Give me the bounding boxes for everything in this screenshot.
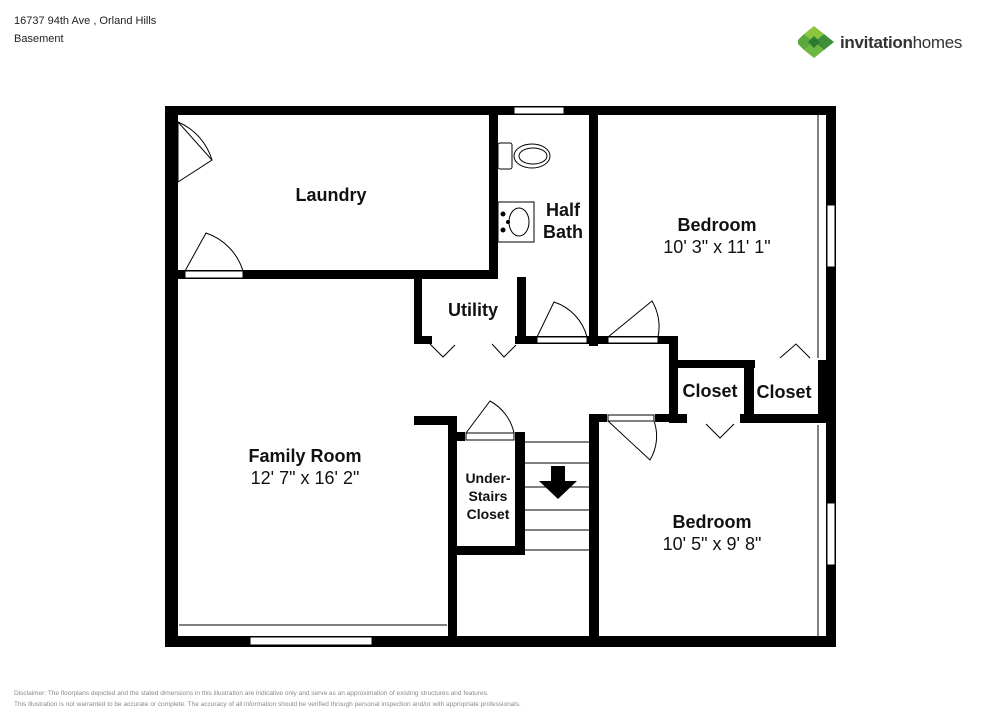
room-label-laundry: Laundry — [295, 185, 366, 205]
room-label-bedroom-lower: Bedroom — [672, 512, 751, 532]
toilet-icon — [497, 142, 551, 170]
room-label-half-bath-line2: Bath — [543, 222, 583, 242]
room-label-bedroom-upper: Bedroom — [677, 215, 756, 235]
room-label-under-stairs-line2: Stairs — [469, 488, 508, 504]
room-label-family-room: Family Room — [248, 446, 361, 466]
logo-wordmark: invitationhomes — [840, 33, 962, 53]
disclaimer-line-2: This illustration is not warranted to be… — [14, 701, 521, 708]
room-label-under-stairs-line3: Closet — [467, 506, 510, 522]
property-address: 16737 94th Ave , Orland Hills — [14, 15, 157, 27]
room-label-utility: Utility — [448, 300, 498, 320]
floor-level-label: Basement — [14, 33, 64, 45]
room-label-closet-2: Closet — [756, 382, 811, 402]
disclaimer-line-1: Disclaimer: The floorplans depicted and … — [14, 690, 489, 697]
logo-word-homes: homes — [912, 33, 963, 52]
door-swings — [177, 120, 811, 461]
logo-word-invitation: invitation — [840, 33, 913, 52]
invitation-homes-logo: invitationhomes — [796, 24, 988, 64]
sink-icon — [497, 201, 535, 243]
room-label-closet-1: Closet — [682, 381, 737, 401]
stairs-down-arrow-icon — [539, 466, 577, 499]
room-dims-bedroom-upper: 10' 3" x 11' 1" — [663, 237, 770, 257]
windows — [249, 106, 836, 646]
logo-mark-icon — [796, 26, 834, 58]
room-label-under-stairs-line1: Under- — [465, 470, 510, 486]
room-dims-bedroom-lower: 10' 5" x 9' 8" — [663, 534, 762, 554]
interior-lines — [179, 115, 819, 636]
room-dims-family-room: 12' 7" x 16' 2" — [251, 468, 360, 488]
room-label-half-bath-line1: Half — [546, 200, 581, 220]
walls — [165, 106, 836, 647]
